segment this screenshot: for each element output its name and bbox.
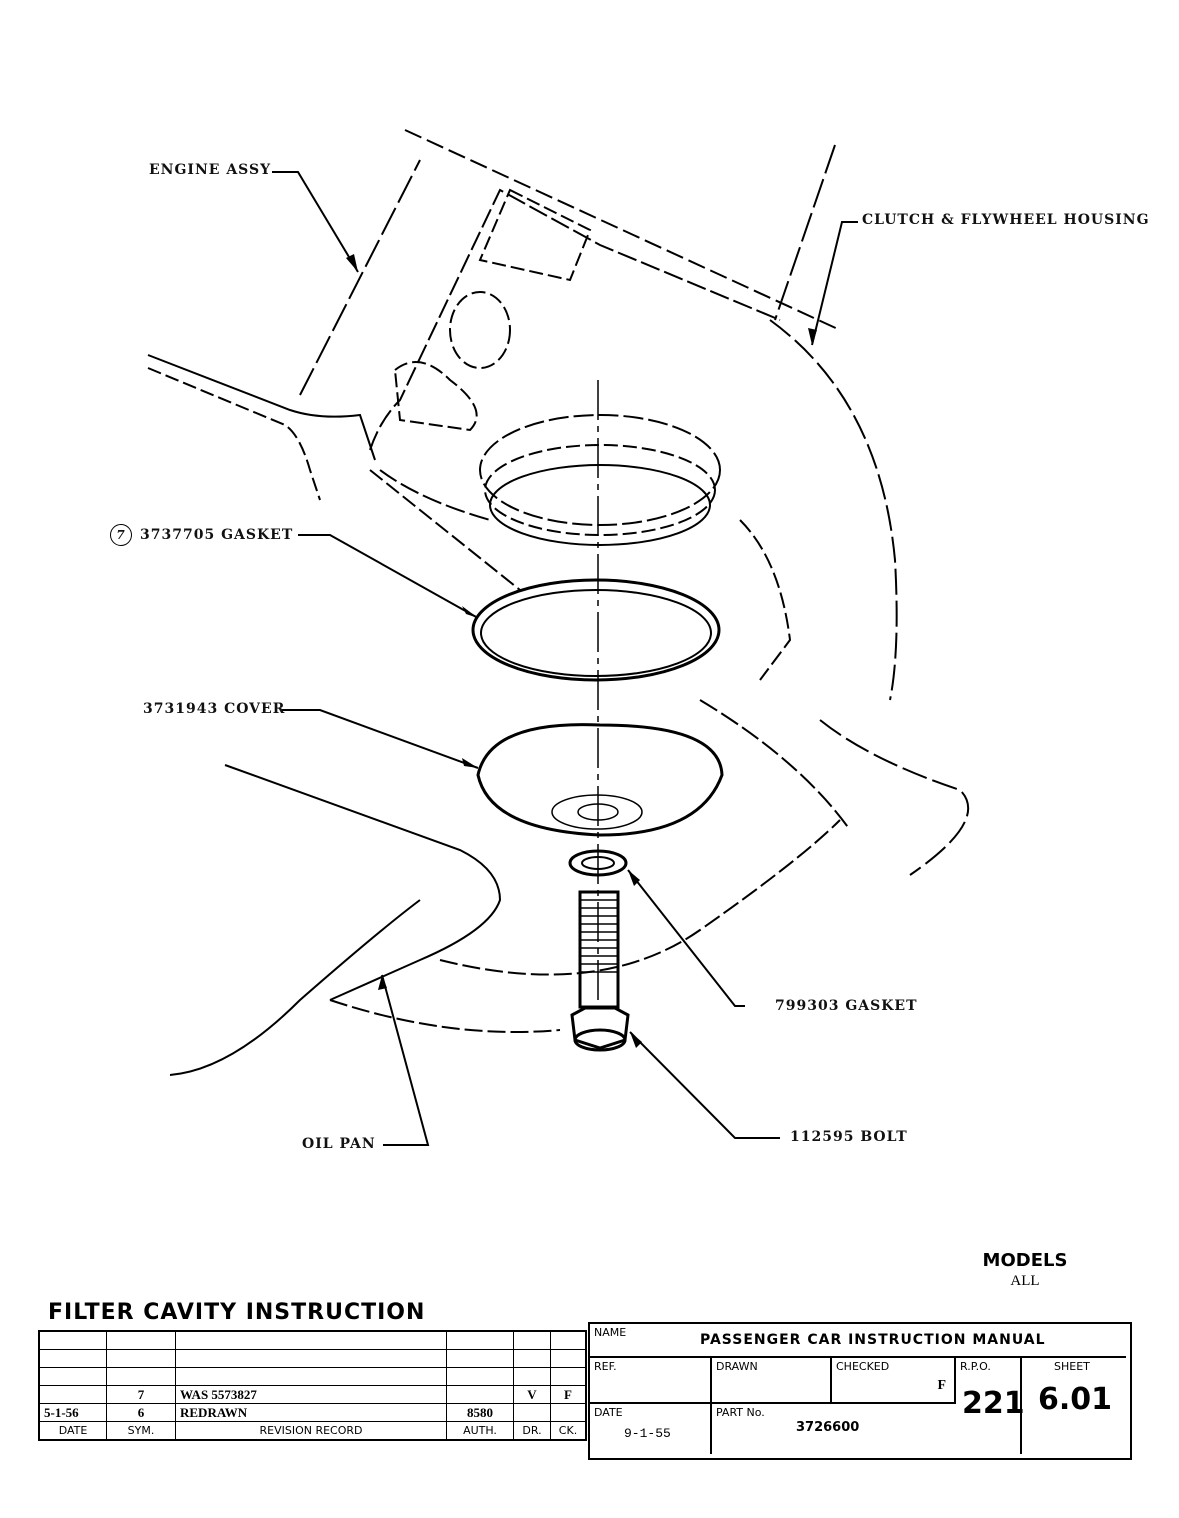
sheet-value: 6.01 [1038, 1382, 1113, 1417]
callout-bolt: 112595 BOLT [790, 1129, 908, 1145]
rpo-label: R.P.O. [960, 1360, 991, 1373]
part-number-cell: PART No. 3726600 [712, 1404, 956, 1454]
cell: F [550, 1385, 587, 1404]
table-row [38, 1330, 587, 1350]
cell [550, 1403, 587, 1422]
callout-engine-assy: ENGINE ASSY [149, 162, 272, 178]
cell [513, 1403, 551, 1422]
cell [446, 1349, 514, 1368]
date-cell: DATE 9-1-55 [590, 1404, 712, 1454]
title-block: NAME PASSENGER CAR INSTRUCTION MANUAL RE… [588, 1322, 1132, 1460]
part-number-label: PART No. [716, 1406, 765, 1419]
cell: 8580 [446, 1403, 514, 1422]
cell [446, 1367, 514, 1386]
cell [550, 1330, 587, 1350]
engine-block-outline [404, 129, 841, 331]
cell: WAS 5573827 [175, 1385, 447, 1404]
checked-label: CHECKED [836, 1360, 890, 1373]
cell [175, 1367, 447, 1386]
document-title: FILTER CAVITY INSTRUCTION [48, 1300, 426, 1325]
sheet-cell: SHEET 6.01 [1022, 1358, 1126, 1454]
drawn-label: DRAWN [716, 1360, 758, 1373]
cell [175, 1330, 447, 1350]
cell [106, 1330, 176, 1350]
models-block: MODELS ALL [980, 1250, 1070, 1290]
cell [550, 1367, 587, 1386]
name-cell: NAME PASSENGER CAR INSTRUCTION MANUAL [590, 1324, 1126, 1358]
drawn-cell: DRAWN [712, 1358, 832, 1404]
cell [175, 1349, 447, 1368]
header-sym: SYM. [106, 1421, 176, 1441]
upper-gasket-label: 3737705 GASKET [140, 527, 294, 543]
header-revision-record: REVISION RECORD [175, 1421, 447, 1441]
cell [513, 1330, 551, 1350]
cell [38, 1367, 107, 1386]
cell: 5-1-56 [38, 1403, 107, 1422]
callout-cover: 3731943 COVER [143, 701, 286, 717]
cell [106, 1349, 176, 1368]
cell: V [513, 1385, 551, 1404]
lower-gasket-washer [568, 849, 628, 877]
filter-cover [476, 723, 724, 837]
name-label: NAME [594, 1326, 627, 1339]
table-row [38, 1367, 587, 1386]
date-value: 9-1-55 [624, 1426, 671, 1441]
cell [550, 1349, 587, 1368]
rpo-cell: R.P.O. 221 [956, 1358, 1025, 1454]
cell [446, 1330, 514, 1350]
date-label: DATE [594, 1406, 623, 1419]
cell [106, 1367, 176, 1386]
callout-clutch-flywheel-housing: CLUTCH & FLYWHEEL HOUSING [862, 212, 1150, 228]
exploded-assembly-drawing [147, 129, 970, 1146]
cell [513, 1349, 551, 1368]
cell [38, 1385, 107, 1404]
cell: 7 [106, 1385, 176, 1404]
upper-gasket-ring [471, 578, 721, 682]
table-header-row: DATE SYM. REVISION RECORD AUTH. DR. CK. [38, 1421, 587, 1441]
sheet-label: SHEET [1054, 1360, 1090, 1373]
cell [446, 1385, 514, 1404]
cell [513, 1367, 551, 1386]
leader-lines [272, 171, 858, 1146]
name-value: PASSENGER CAR INSTRUCTION MANUAL [700, 1332, 1046, 1348]
cell [38, 1330, 107, 1350]
models-value: ALL [1010, 1273, 1040, 1289]
callout-oil-pan: OIL PAN [302, 1136, 376, 1152]
header-auth: AUTH. [446, 1421, 514, 1441]
header-date: DATE [38, 1421, 107, 1441]
cell [38, 1349, 107, 1368]
ref-label: REF. [594, 1360, 617, 1373]
callout-upper-gasket: 7 3737705 GASKET [110, 524, 293, 546]
table-row [38, 1349, 587, 1368]
rpo-value: 221 [962, 1386, 1025, 1421]
header-ck: CK. [550, 1421, 587, 1441]
revision-symbol-badge: 7 [110, 524, 132, 546]
bolt [570, 890, 630, 1052]
models-heading: MODELS [982, 1250, 1068, 1271]
checked-value: F [937, 1378, 946, 1393]
part-number-value: 3726600 [796, 1420, 860, 1435]
ref-cell: REF. [590, 1358, 712, 1404]
header-dr: DR. [513, 1421, 551, 1441]
checked-cell: CHECKED F [832, 1358, 956, 1404]
callout-lower-gasket: 799303 GASKET [775, 998, 918, 1014]
cell: REDRAWN [175, 1403, 447, 1422]
cell: 6 [106, 1403, 176, 1422]
